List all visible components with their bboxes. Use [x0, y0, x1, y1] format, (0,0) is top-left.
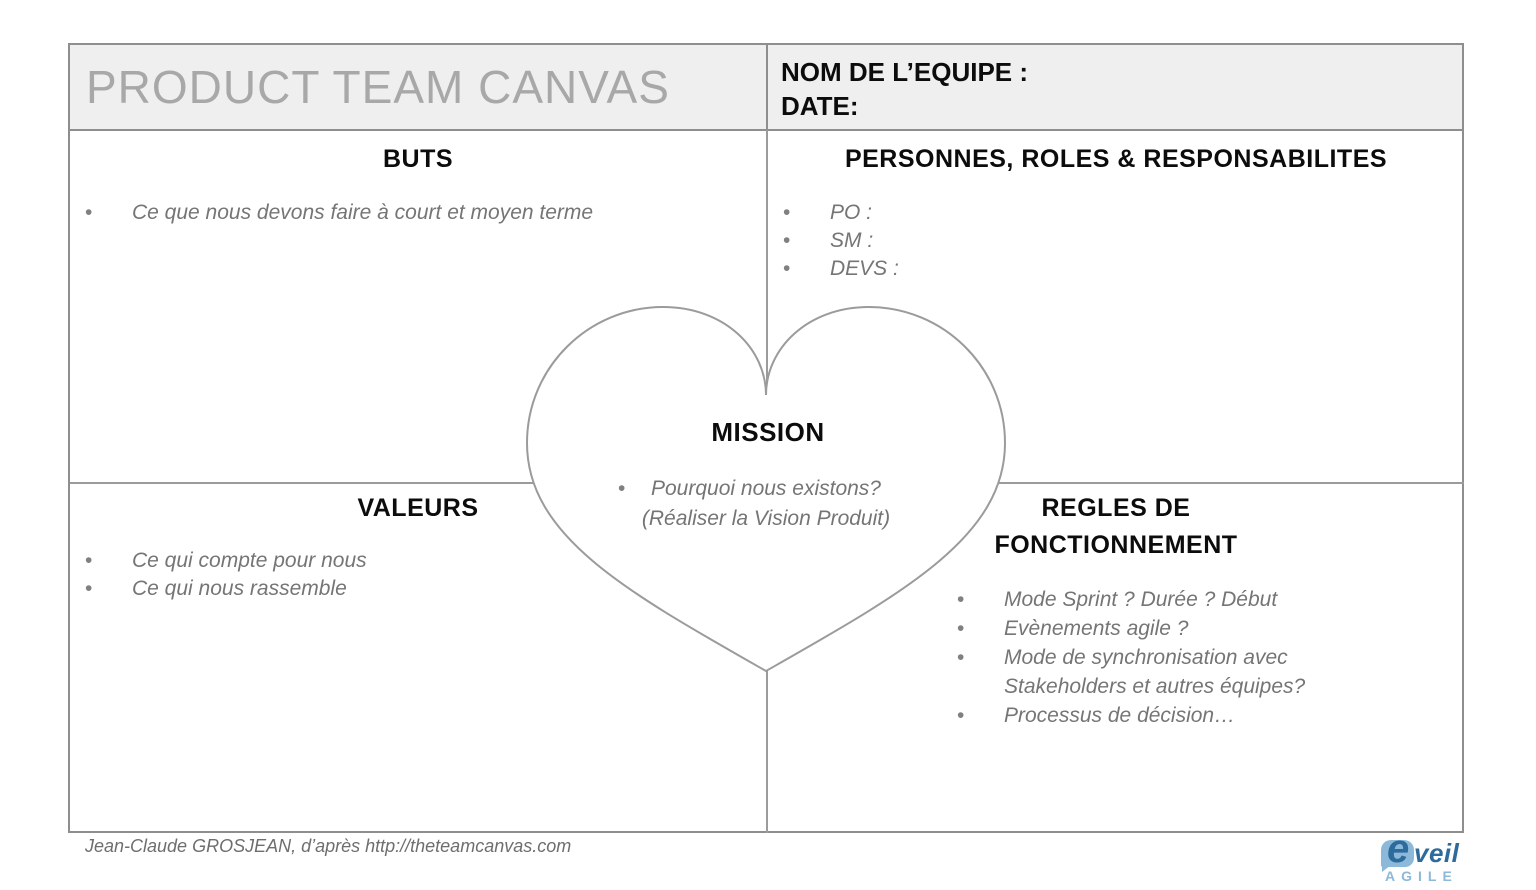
list-item: Evènements agile ?: [957, 614, 1359, 643]
regles-title: REGLES DE FONCTIONNEMENT: [768, 490, 1464, 564]
footer-credit: Jean-Claude GROSJEAN, d’après http://the…: [85, 836, 572, 856]
mission-bullet-text: Pourquoi nous existons?: [651, 477, 881, 500]
list-item: Ce qui nous rassemble: [85, 575, 685, 603]
regles-title-line2: FONCTIONNEMENT: [994, 531, 1238, 559]
header-info-cell: NOM DE L’EQUIPE : DATE:: [768, 45, 1462, 129]
header-title-cell: PRODUCT TEAM CANVAS: [70, 45, 768, 129]
page-title: PRODUCT TEAM CANVAS: [86, 61, 670, 113]
personnes-list: PO : SM : DEVS :: [783, 199, 1283, 283]
buts-list: Ce que nous devons faire à court et moye…: [85, 199, 745, 227]
heart-outline: [525, 305, 1007, 673]
list-item: SM :: [783, 227, 1283, 255]
buts-title: BUTS: [382, 145, 454, 173]
date-label: DATE:: [781, 91, 859, 121]
list-item: DEVS :: [783, 255, 1283, 283]
list-item: Ce qui compte pour nous: [85, 547, 685, 575]
regles-list: Mode Sprint ? Durée ? Début Evènements a…: [957, 585, 1359, 730]
mission-subline: (Réaliser la Vision Produit): [641, 507, 891, 530]
eveil-agile-logo: e veil AGILE: [1381, 827, 1491, 887]
list-item: Ce que nous devons faire à court et moye…: [85, 199, 745, 227]
heart-shape: [525, 305, 1007, 673]
logo-brand-text: veil: [1414, 838, 1460, 868]
speech-bubble-icon: [1381, 840, 1414, 872]
list-item: PO :: [783, 199, 1283, 227]
team-name-label: NOM DE L’EQUIPE :: [781, 57, 1029, 87]
valeurs-title: VALEURS: [357, 494, 479, 522]
list-item: Mode de synchronisation avec Stakeholder…: [957, 643, 1359, 701]
logo-e-icon: e: [1387, 827, 1410, 871]
list-item: Mode Sprint ? Durée ? Début: [957, 585, 1359, 614]
mission-list: • Pourquoi nous existons? (Réaliser la V…: [596, 474, 936, 534]
regles-title-line1: REGLES DE: [1041, 494, 1191, 522]
logo-subtext: AGILE: [1385, 868, 1458, 884]
personnes-title: PERSONNES, ROLES & RESPONSABILITES: [844, 145, 1388, 173]
mission-title: MISSION: [711, 417, 825, 447]
list-item: Processus de décision…: [957, 701, 1359, 730]
valeurs-list: Ce qui compte pour nous Ce qui nous rass…: [85, 547, 685, 603]
header-row: PRODUCT TEAM CANVAS NOM DE L’EQUIPE : DA…: [70, 45, 1462, 131]
bullet-icon: •: [618, 477, 626, 500]
